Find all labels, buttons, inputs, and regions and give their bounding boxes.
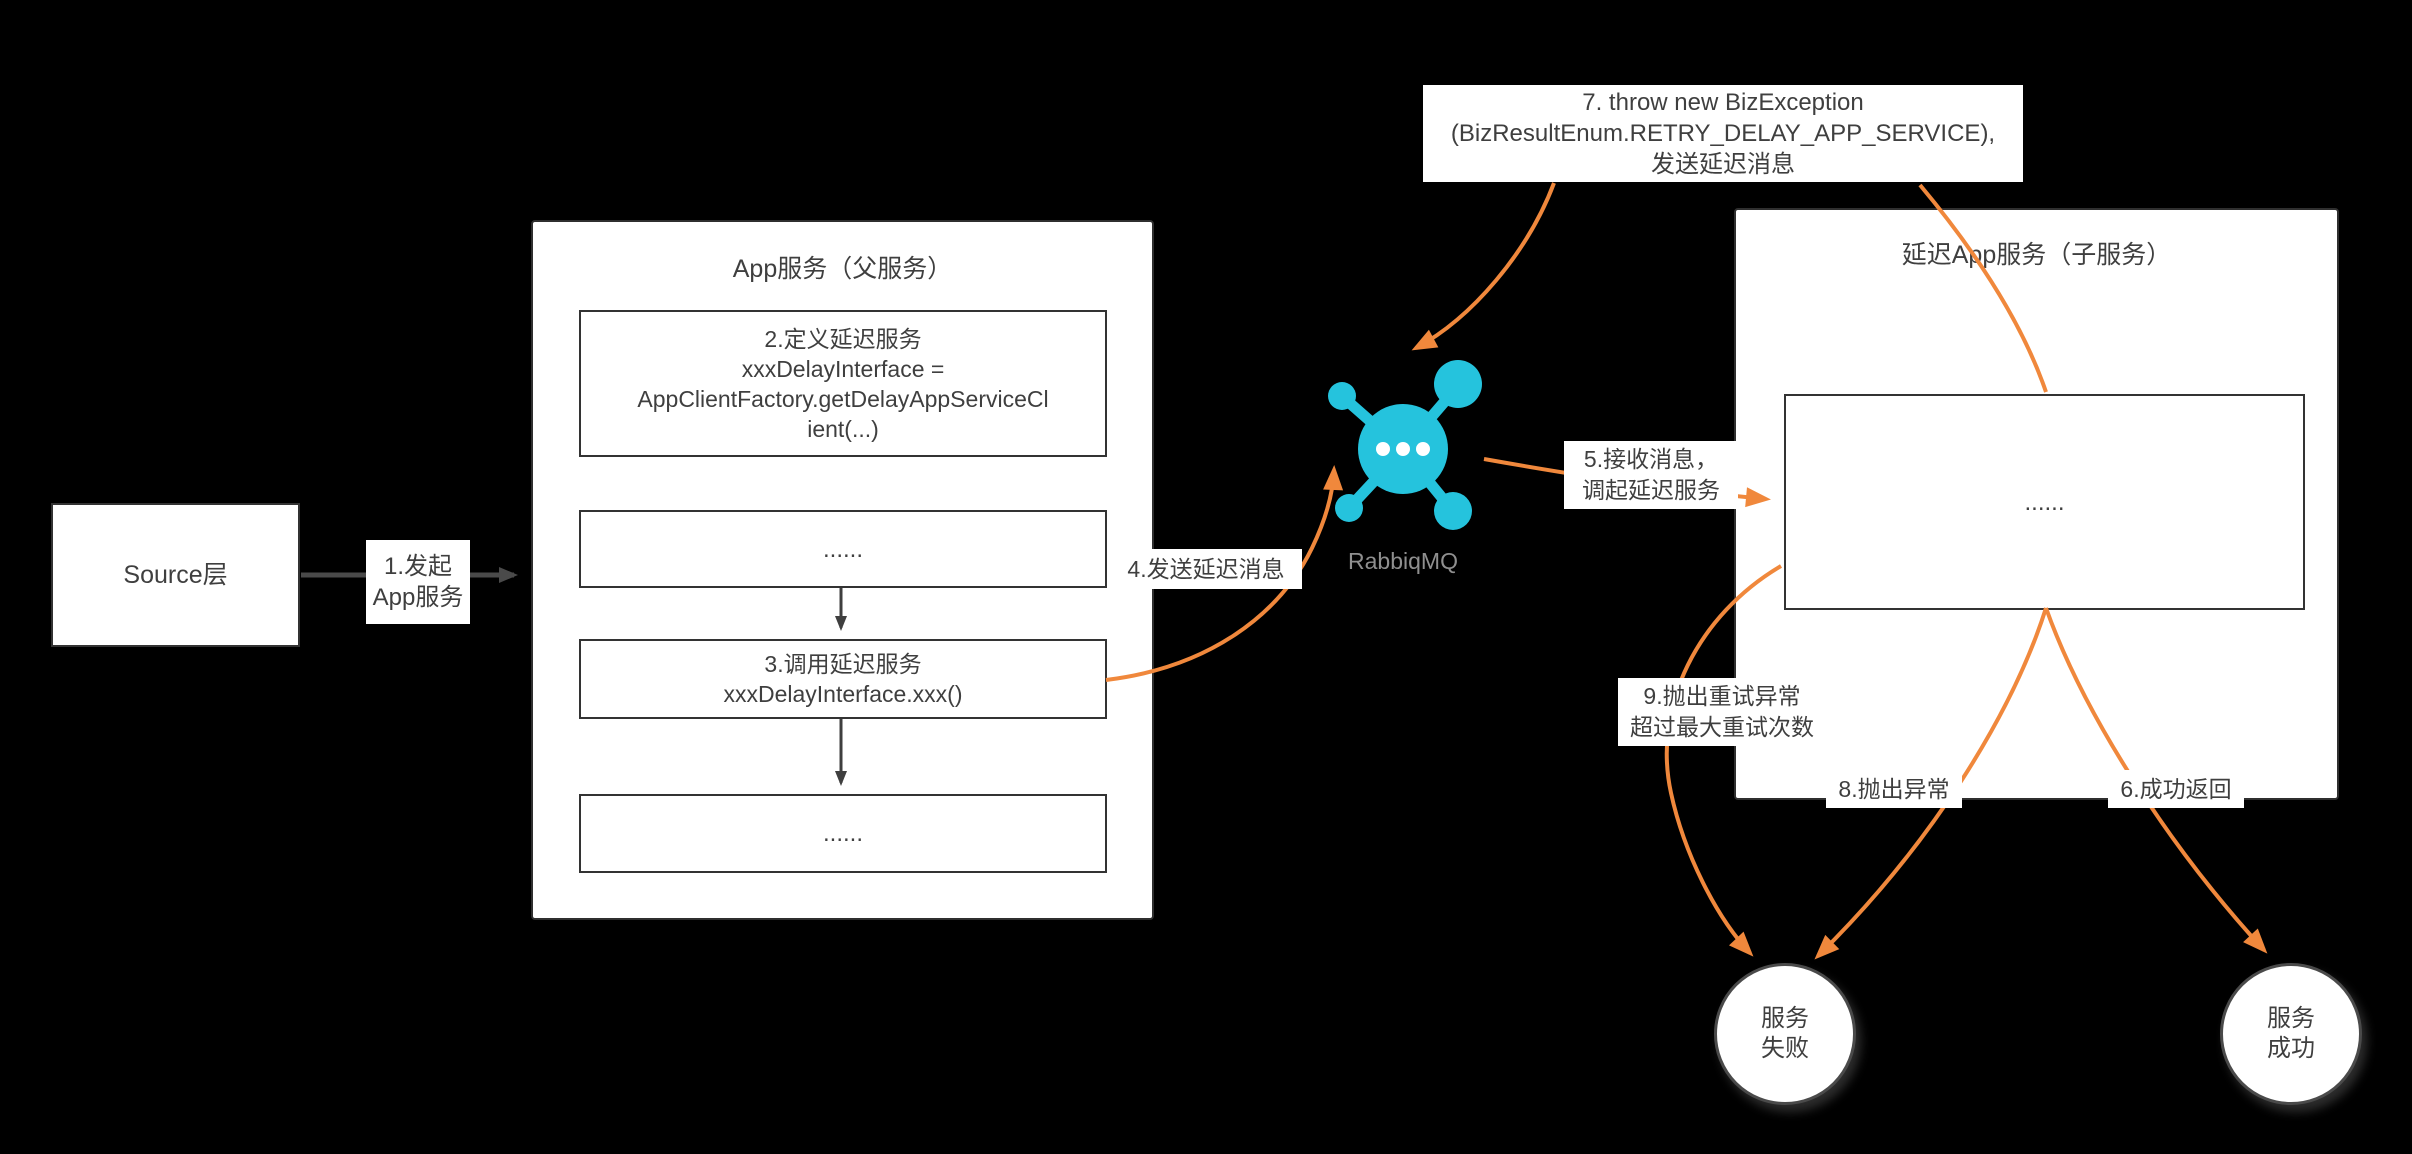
edge-label-step9: 9.抛出重试异常 超过最大重试次数 (1618, 678, 1826, 746)
edge-label-line: 4.发送延迟消息 (1127, 555, 1285, 582)
edge-label-line: 5.接收消息， (1583, 446, 1719, 472)
ellipsis-node-top: ...... (579, 510, 1107, 588)
step3-call-delay-service-node: 3.调用延迟服务 xxxDelayInterface.xxx() (579, 639, 1107, 719)
source-layer-node: Source层 (51, 503, 300, 647)
edge-label-step8: 8.抛出异常 (1826, 770, 1962, 808)
node-text-line: 成功 (2267, 1035, 2315, 1062)
node-text-line: 7. throw new BizException (1582, 89, 1864, 116)
node-text-line: AppClientFactory.getDelayAppServiceCl (637, 385, 1049, 412)
rabbitmq-label: RabbiqMQ (1348, 548, 1458, 574)
node-text-line: 服务 (2267, 1005, 2315, 1032)
service-success-node: 服务 成功 (2220, 963, 2362, 1105)
rabbitmq-icon (1328, 360, 1482, 530)
edge-label-step6: 6.成功返回 (2108, 770, 2244, 808)
edge-label-line: 6.成功返回 (2120, 775, 2232, 802)
edge-label-line: 超过最大重试次数 (1630, 714, 1814, 740)
edge-label-line: App服务 (372, 584, 464, 611)
step2-define-delay-service-node: 2.定义延迟服务 xxxDelayInterface = AppClientFa… (579, 310, 1107, 457)
node-text-line: 3.调用延迟服务 (764, 651, 922, 677)
edge-label-line: 8.抛出异常 (1838, 775, 1950, 802)
ellipsis-node-bottom: ...... (579, 794, 1107, 873)
node-text-line: xxxDelayInterface = (741, 355, 945, 382)
edge-label-step4: 4.发送延迟消息 (1110, 549, 1302, 589)
parent-app-service-title: App服务（父服务） (732, 255, 953, 283)
node-text-line: 发送延迟消息 (1651, 151, 1795, 178)
node-text-line: ...... (822, 820, 863, 847)
child-delay-app-service-title: 延迟App服务（子服务） (1901, 241, 2172, 269)
step7-biz-exception-node: 7. throw new BizException (BizResultEnum… (1423, 85, 2023, 182)
node-text-line: ...... (822, 535, 863, 563)
service-fail-node: 服务 失败 (1714, 963, 1856, 1105)
node-text-line: ient(...) (807, 415, 879, 442)
node-text-line: 2.定义延迟服务 (764, 325, 922, 352)
node-text-line: (BizResultEnum.RETRY_DELAY_APP_SERVICE), (1450, 120, 1996, 147)
edge-label-step5: 5.接收消息， 调起延迟服务 (1564, 441, 1738, 509)
source-layer-label: Source层 (123, 560, 228, 589)
edge-step7-exception-to-rabbitmq (1411, 182, 1556, 351)
child-inner-ellipsis-node: ...... (1784, 394, 2305, 610)
edge-label-line: 1.发起 (383, 553, 452, 580)
edge-label-step1: 1.发起 App服务 (366, 540, 470, 624)
edge-label-line: 9.抛出重试异常 (1643, 683, 1801, 709)
node-text-line: 服务 (1761, 1005, 1809, 1032)
node-text-line: ...... (2024, 488, 2065, 516)
node-text-line: xxxDelayInterface.xxx() (723, 681, 963, 707)
node-text-line: 失败 (1761, 1035, 1809, 1062)
parent-app-service-container: App服务（父服务） 2.定义延迟服务 xxxDelayInterface = … (531, 220, 1154, 920)
edge-label-line: 调起延迟服务 (1582, 477, 1720, 503)
